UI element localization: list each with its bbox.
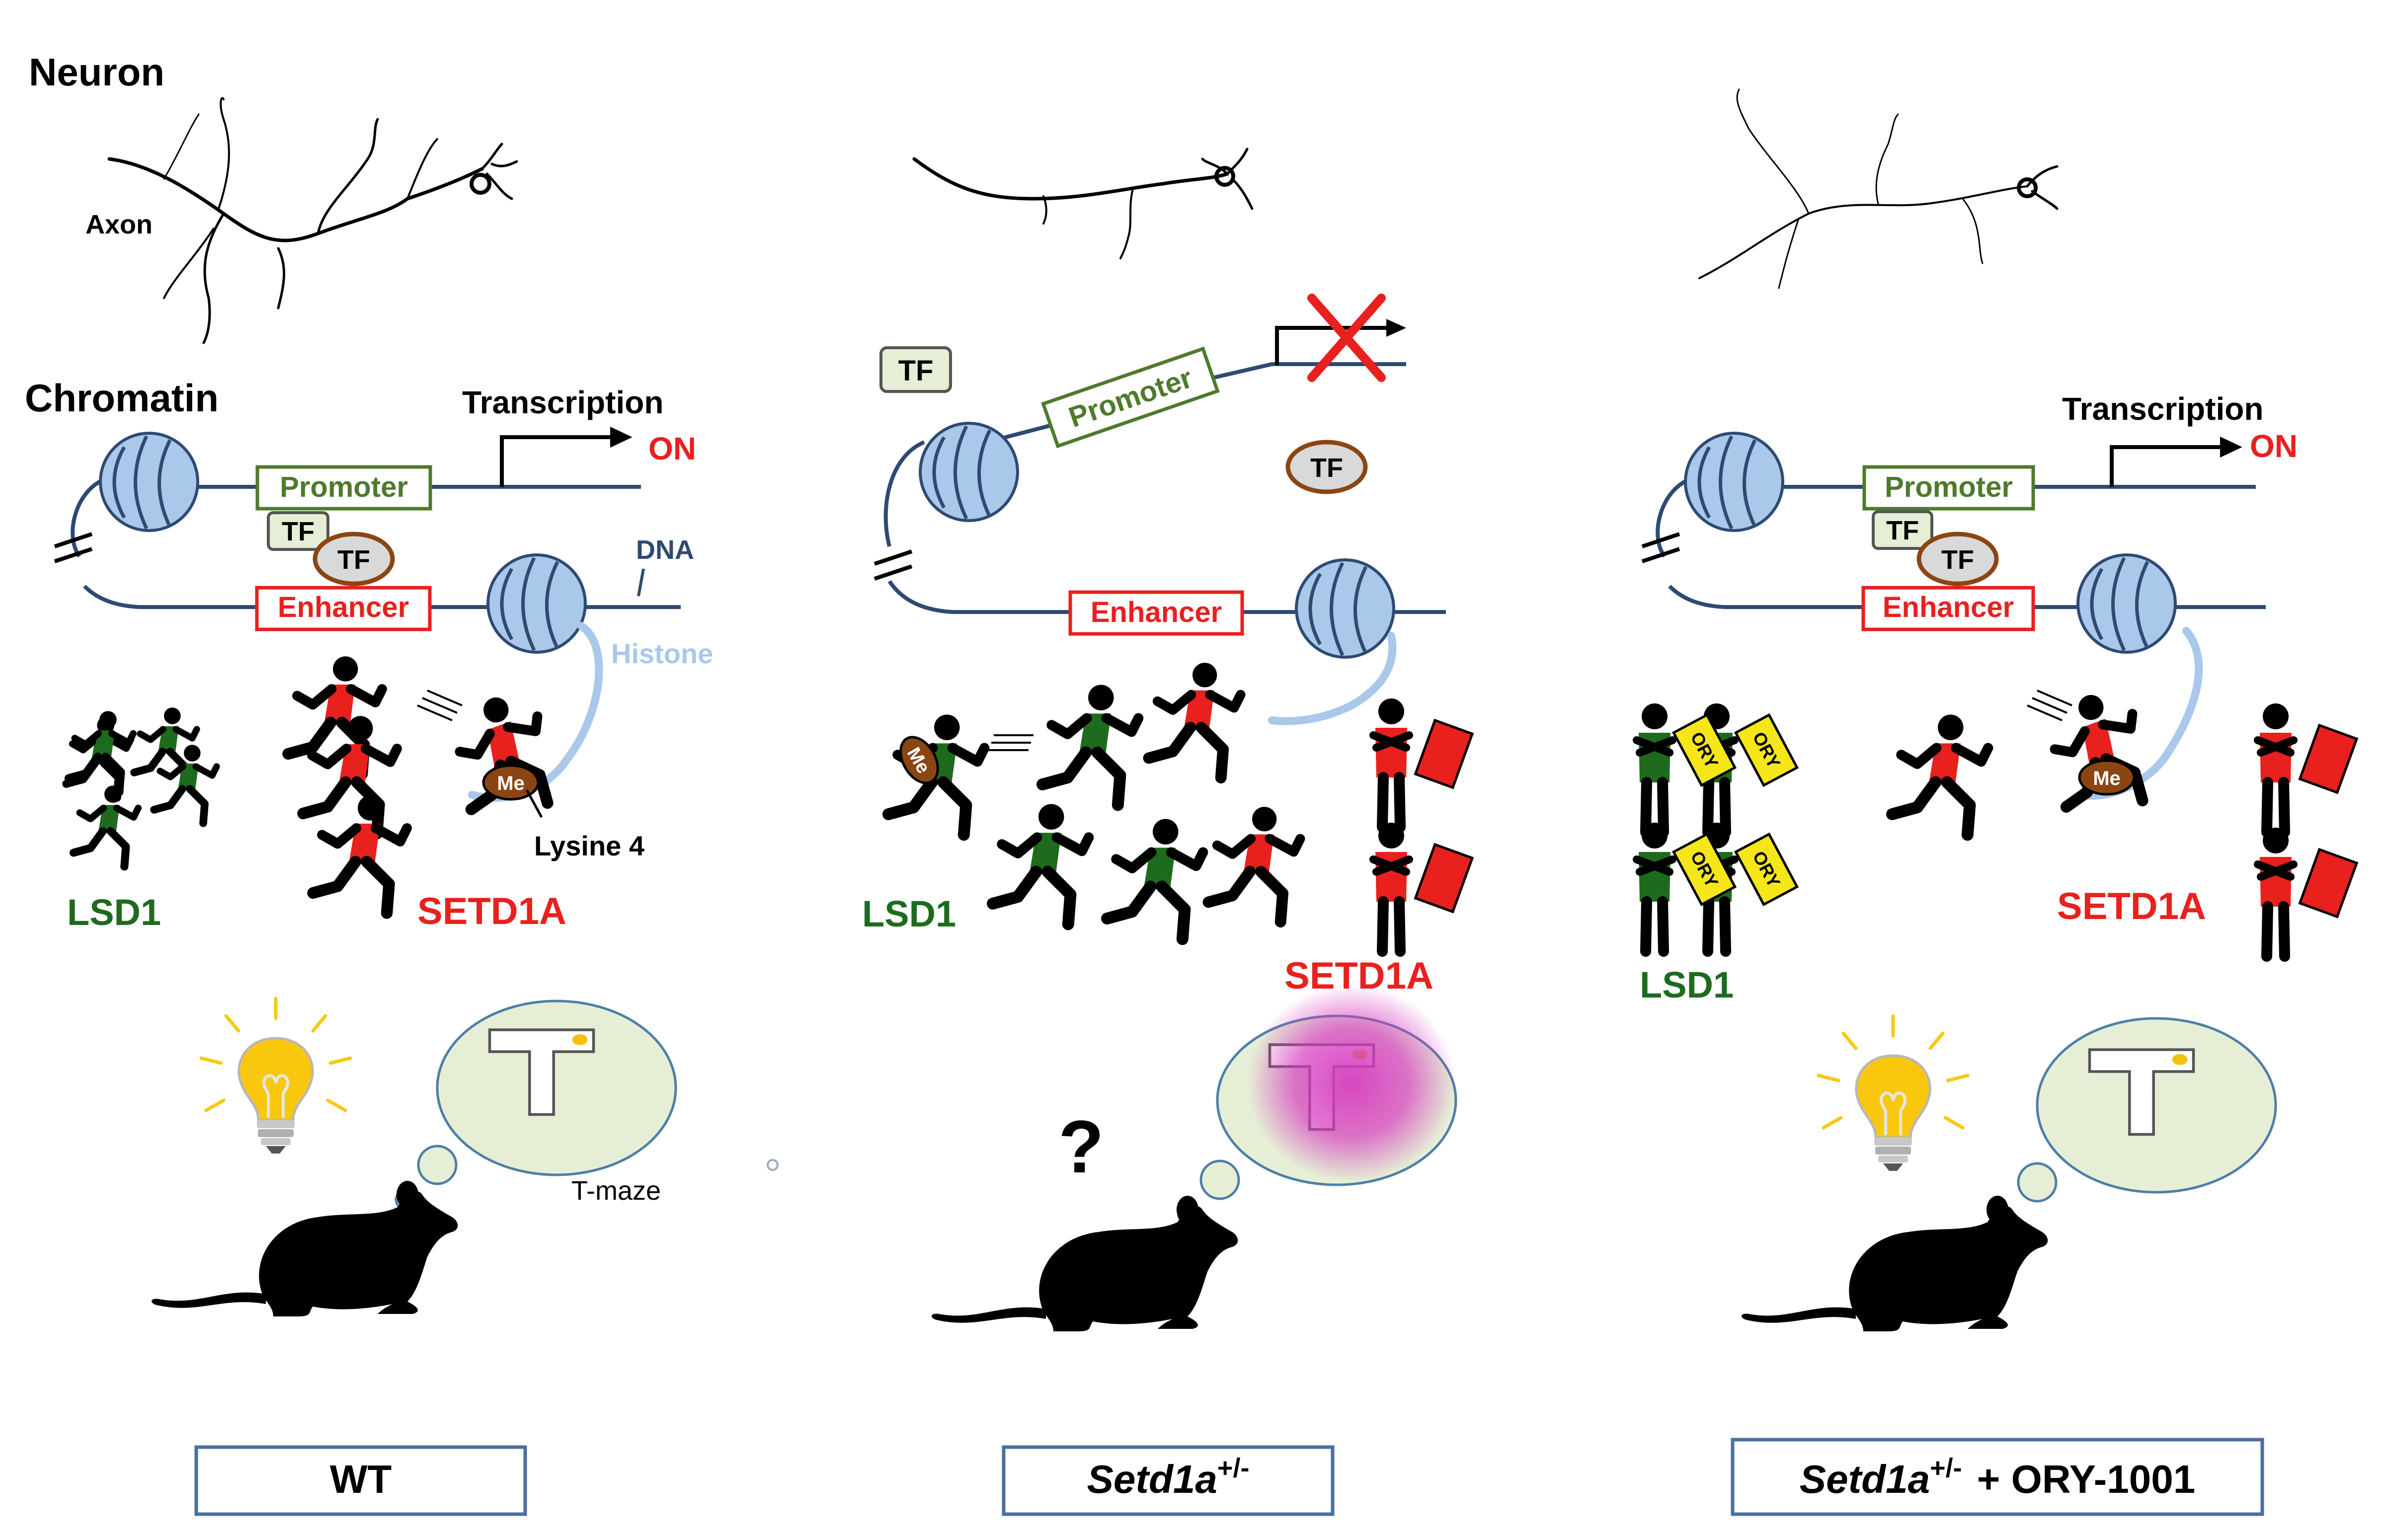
lsd1-group [66, 707, 217, 866]
neuron-heading: Neuron [29, 50, 164, 94]
chromatin-heading: Chromatin [25, 376, 219, 420]
tf-oval: TF [1916, 532, 1999, 586]
tf-square: TF [879, 346, 952, 393]
panel-wt: Neuron Axon Chromatin Transcription ON [25, 50, 779, 1516]
lsd1-label: LSD1 [67, 892, 161, 933]
panel-title-box: Setd1a+/-+ ORY-1001 [1731, 1438, 2264, 1516]
setd1a-label: SETD1A [417, 890, 566, 932]
axon-label: Axon [85, 210, 153, 239]
enhancer-label: Enhancer [1883, 591, 2014, 623]
blocked-x-icon [1307, 294, 1386, 382]
enhancer-box: Enhancer [1861, 586, 2035, 631]
tf-label: TF [1941, 545, 1974, 575]
ory-sign: ORY [1736, 715, 1797, 785]
neuron-drawing [1698, 88, 2059, 289]
mouse-silhouette [152, 1181, 458, 1316]
red-card-sign [2298, 847, 2359, 919]
histone-octamer [1685, 433, 1783, 531]
setd1a-group [1892, 683, 2161, 835]
enhancer-box: Enhancer [1068, 590, 1244, 636]
on-label: ON [648, 431, 696, 466]
histone-octamer [2078, 555, 2175, 652]
confusion-haze [1247, 984, 1456, 1182]
tf-label: TF [282, 517, 315, 546]
panel-title-box: WT [194, 1445, 527, 1516]
ory-sign: ORY [1673, 834, 1735, 905]
promoter-box: Promoter [1041, 346, 1220, 449]
lsd1-label: LSD1 [1640, 964, 1734, 1005]
panel-title: WT [330, 1457, 392, 1501]
histone-octamer [920, 423, 1018, 521]
transcription-label: Transcription [462, 385, 663, 420]
tf-square: TF [1872, 510, 1933, 550]
red-card-sign [2298, 723, 2359, 794]
mouse-silhouette [932, 1196, 1238, 1331]
tf-oval: TF [1285, 440, 1368, 494]
enhancer-label: Enhancer [278, 591, 409, 623]
transcription-label: Transcription [2062, 391, 2263, 427]
setd1a-group [1149, 663, 1300, 922]
panel-het: TF Promoter TF [862, 148, 1474, 1516]
thought-bubble [1177, 984, 1457, 1225]
enhancer-label: Enhancer [1091, 596, 1222, 628]
red-card-sign [1414, 718, 1474, 789]
thought-bubble [1994, 1017, 2277, 1228]
tf-square: TF [267, 511, 329, 551]
lysine-label: Lysine 4 [534, 830, 644, 861]
enhancer-box: Enhancer [255, 586, 432, 631]
histone-label: Histone [611, 638, 713, 669]
me-label: Me [497, 772, 525, 794]
speed-lines [989, 734, 1034, 751]
methyl-ball: Me [2078, 759, 2136, 796]
setd1a-standers [1373, 698, 1474, 951]
lightbulb-icon [1819, 1016, 1968, 1171]
tmaze-label: T-maze [571, 1176, 661, 1206]
tf-oval: TF [313, 532, 395, 586]
tf-label: TF [337, 545, 370, 575]
promoter-label: Promoter [1885, 471, 2013, 503]
neuron-drawing [912, 148, 1254, 259]
mouse-silhouette [1742, 1196, 2048, 1331]
panel-treated: Transcription ON Promoter TF TF [1637, 88, 2359, 1516]
tf-label: TF [898, 355, 934, 387]
promoter-label: Promoter [280, 471, 408, 503]
on-label: ON [2250, 428, 2298, 464]
speed-lines [2027, 690, 2072, 721]
red-card-sign [1414, 843, 1474, 914]
setd1a-label: SETD1A [2057, 885, 2206, 927]
tf-label: TF [1310, 453, 1343, 483]
methyl-ball: Me [482, 764, 540, 801]
ory-sign: ORY [1736, 834, 1797, 905]
neuron-drawing [107, 97, 518, 344]
question-mark-icon: ? [1058, 1105, 1104, 1188]
panel-title: Setd1a+/-+ ORY-1001 [1800, 1453, 2195, 1501]
me-label: Me [2093, 768, 2121, 789]
lightbulb-icon [201, 999, 350, 1154]
histone-octamer [488, 555, 585, 652]
promoter-box: Promoter [1862, 465, 2035, 511]
promoter-box: Promoter [255, 465, 432, 511]
histone-octamer [100, 433, 198, 531]
setd1a-standers [2258, 703, 2359, 956]
tf-label: TF [1886, 516, 1919, 545]
panel-title-box: Setd1a+/- [1002, 1445, 1335, 1516]
dna-break-mark [1641, 532, 1680, 563]
dna-break-mark [54, 532, 93, 563]
methyl-ball: Me [899, 736, 939, 784]
histone-tail [1268, 632, 1397, 725]
dna-break-mark [874, 549, 913, 581]
lsd1-label: LSD1 [862, 893, 956, 934]
histone-octamer [1296, 560, 1394, 657]
panel-title: Setd1a+/- [1087, 1453, 1250, 1501]
ory-sign: ORY [1673, 715, 1735, 785]
dna-label: DNA [636, 535, 694, 565]
speed-lines [417, 690, 463, 721]
